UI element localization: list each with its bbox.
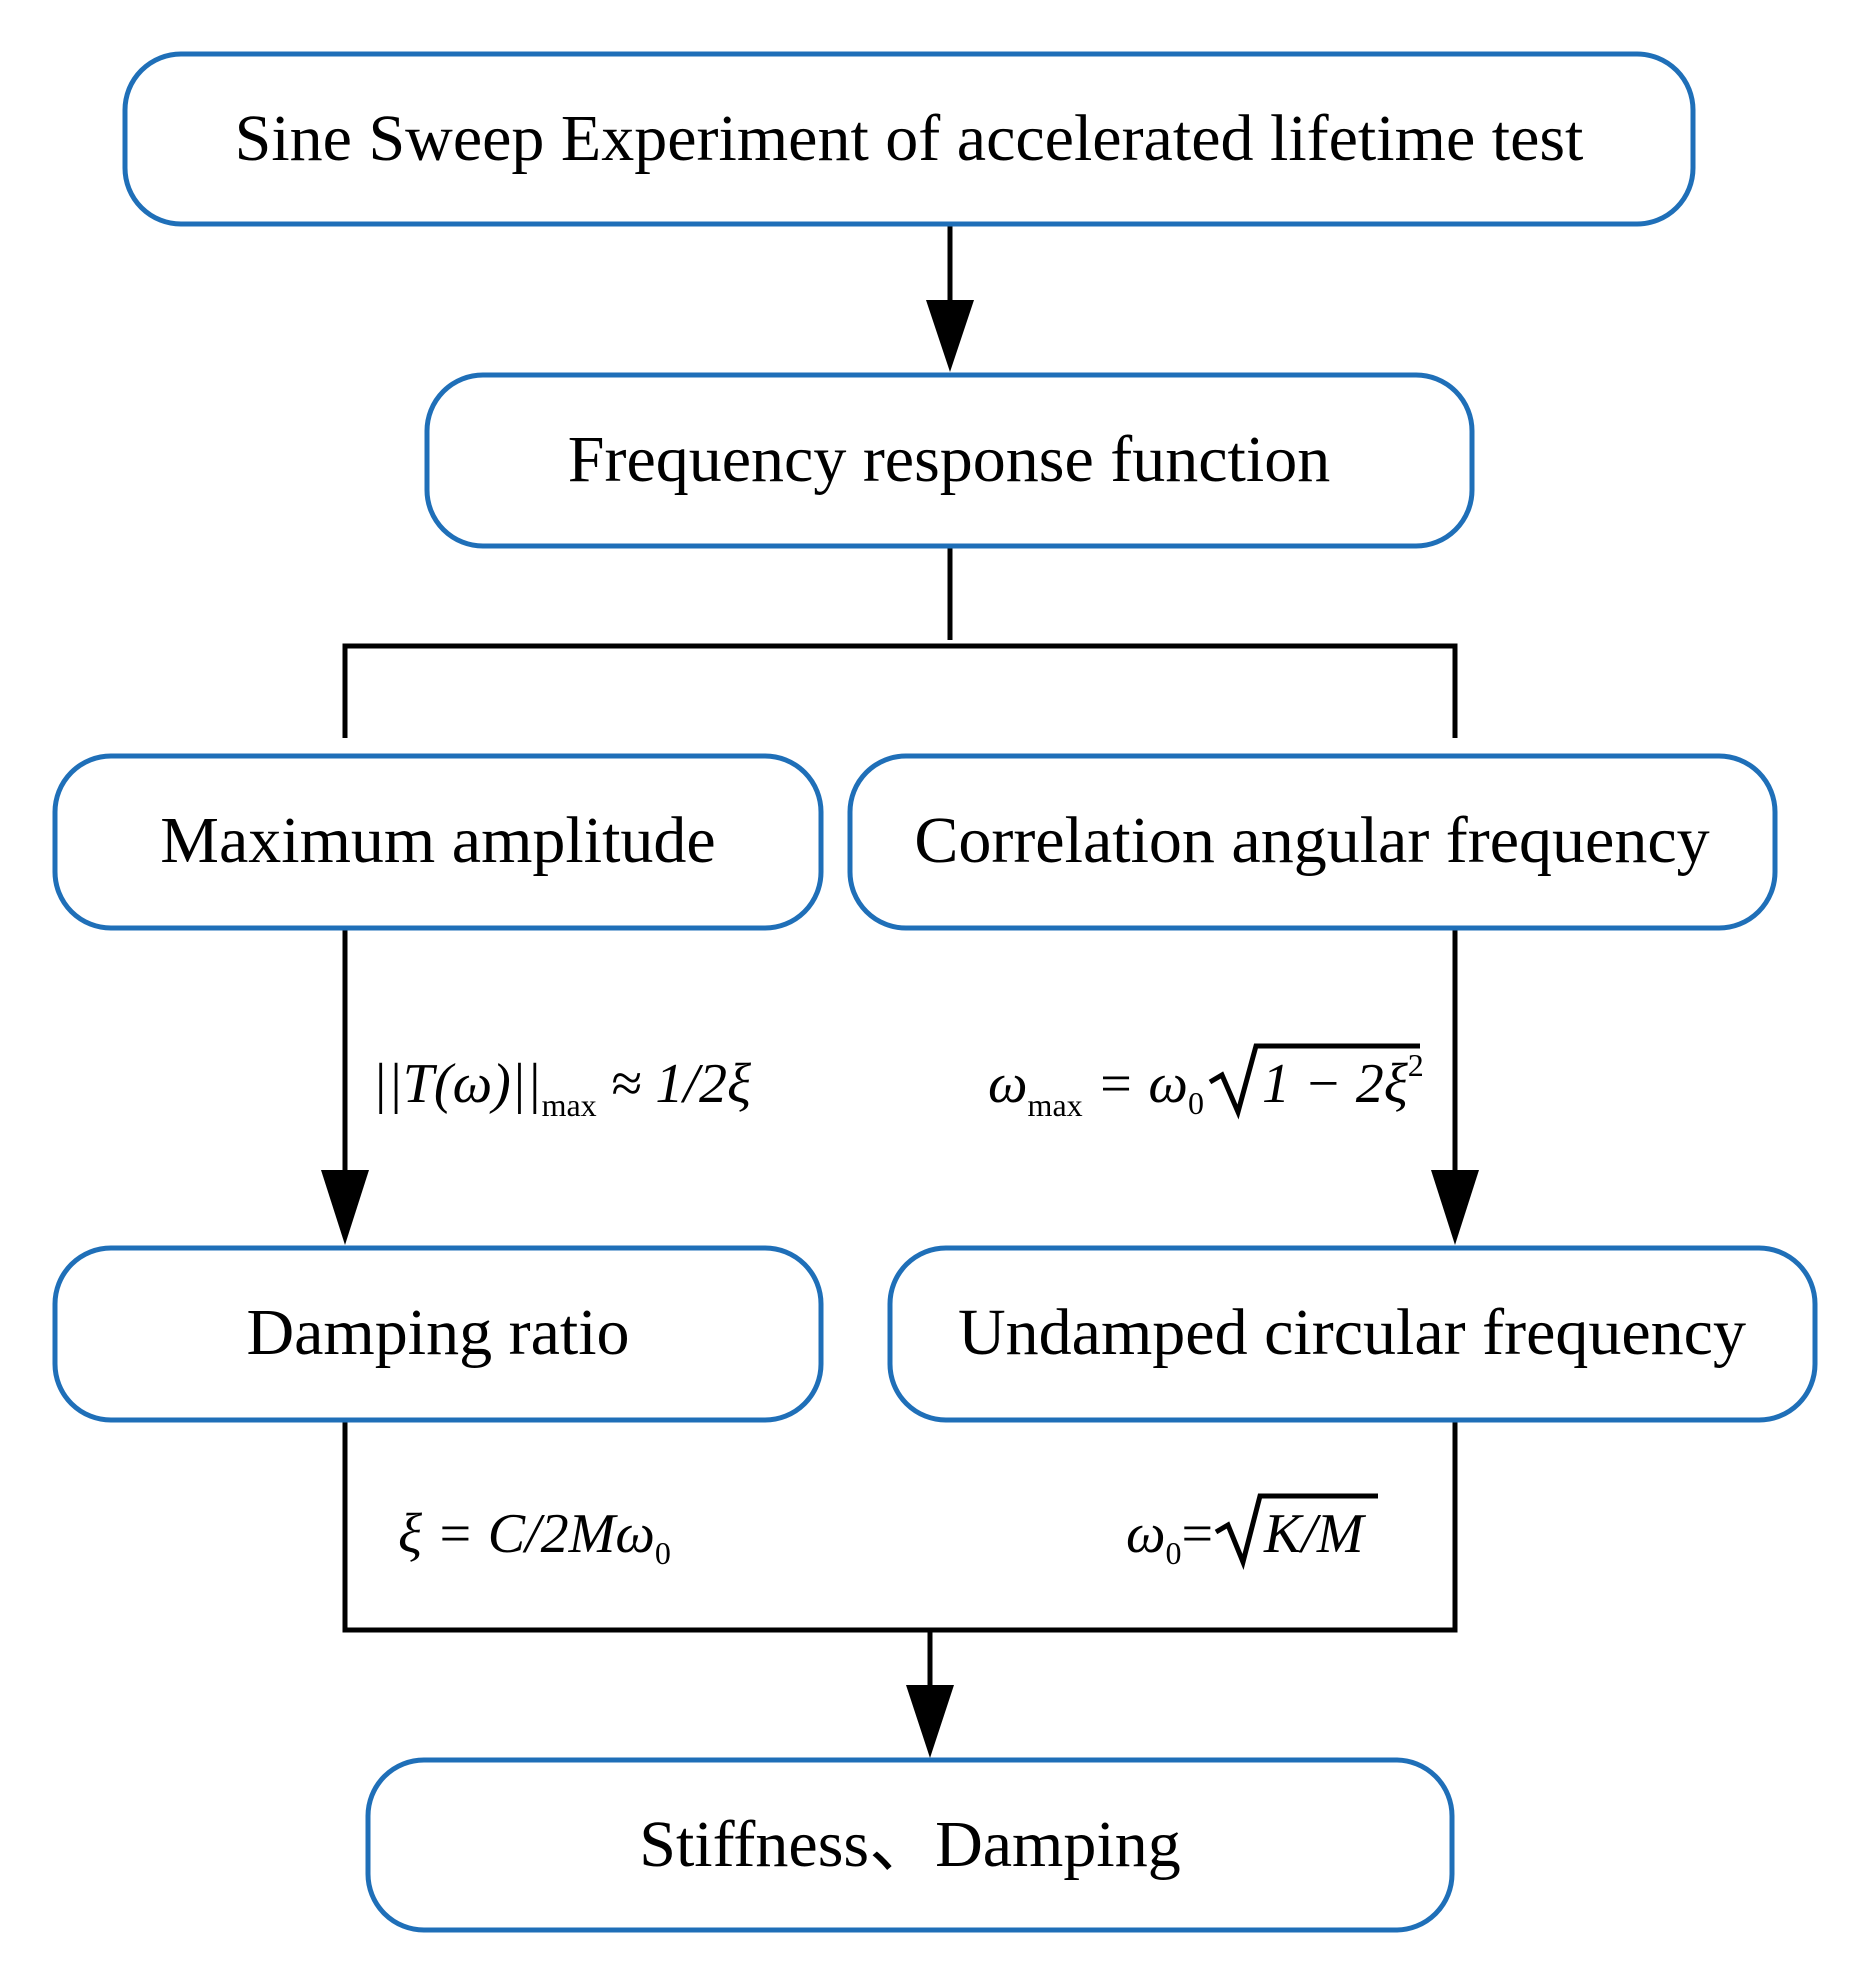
node-correlation-frequency: Correlation angular frequency — [847, 753, 1778, 931]
equation-amplitude-sub: max — [542, 1087, 597, 1123]
node-undamped-frequency: Undamped circular frequency — [887, 1245, 1818, 1423]
equation-amplitude-lhs: ||T(ω)|| — [372, 1053, 542, 1115]
sqrt-symbol-omega-max — [1208, 1043, 1420, 1120]
svg-text:ω0=: ω0= — [1126, 1503, 1213, 1571]
arrowhead-undamped — [1431, 1170, 1479, 1245]
node-result-label: Stiffness、Damping — [639, 1808, 1180, 1881]
connector-merge-bar — [342, 1420, 1458, 1633]
connector-split-bar — [342, 643, 1458, 738]
connectors — [321, 224, 1479, 1758]
node-damping-ratio: Damping ratio — [52, 1245, 824, 1423]
arrowhead-result — [906, 1685, 954, 1758]
node-maximum-amplitude-label: Maximum amplitude — [160, 804, 715, 877]
equation-omega-max-root: 1 − 2ξ — [1262, 1053, 1408, 1115]
node-damping-ratio-label: Damping ratio — [246, 1296, 629, 1369]
node-sine-sweep: Sine Sweep Experiment of accelerated lif… — [122, 51, 1696, 227]
equation-amplitude-rhs: ≈ 1/2ξ — [597, 1053, 751, 1115]
equation-omega-max: ωmax = ω0 1 − 2ξ2 — [988, 1043, 1424, 1123]
equation-omega-max-lhs: ω — [988, 1053, 1028, 1115]
node-maximum-amplitude: Maximum amplitude — [52, 753, 824, 931]
node-frequency-response: Frequency response function — [424, 372, 1475, 549]
equation-omega0: ω0= K/M — [1126, 1493, 1378, 1571]
equation-damping-sub: 0 — [655, 1535, 671, 1571]
equation-omega-max-mid: = ω — [1083, 1053, 1188, 1115]
equation-damping-ratio: ξ = C/2Mω0 — [398, 1503, 671, 1571]
equation-omega0-sub: 0 — [1166, 1535, 1182, 1571]
sqrt-symbol-omega0 — [1214, 1493, 1378, 1570]
node-sine-sweep-label: Sine Sweep Experiment of accelerated lif… — [235, 102, 1584, 175]
equation-omega0-lhs: ω — [1126, 1503, 1166, 1565]
svg-text:1 − 2ξ2: 1 − 2ξ2 — [1262, 1047, 1424, 1115]
equation-omega0-eq: = — [1182, 1503, 1214, 1565]
node-frequency-response-label: Frequency response function — [568, 423, 1330, 496]
svg-text:||T(ω)||max ≈ 1/2ξ: ||T(ω)||max ≈ 1/2ξ — [372, 1053, 751, 1123]
arrowhead-frf — [926, 300, 974, 372]
node-undamped-frequency-label: Undamped circular frequency — [958, 1296, 1746, 1369]
equation-omega-max-sub: max — [1028, 1087, 1083, 1123]
node-correlation-frequency-label: Correlation angular frequency — [914, 804, 1709, 877]
equation-max-amplitude: ||T(ω)||max ≈ 1/2ξ — [372, 1053, 751, 1123]
equation-damping-lhs: ξ = C/2Mω — [398, 1503, 655, 1565]
svg-text:ωmax = ω0: ωmax = ω0 — [988, 1053, 1204, 1123]
equation-omega-max-exp: 2 — [1408, 1047, 1424, 1083]
svg-text:ξ = C/2Mω0: ξ = C/2Mω0 — [398, 1503, 671, 1571]
node-result: Stiffness、Damping — [365, 1757, 1455, 1933]
equation-omega0-root: K/M — [1263, 1503, 1367, 1565]
equation-omega-max-sub0: 0 — [1188, 1085, 1204, 1121]
arrowhead-damping — [321, 1170, 369, 1245]
